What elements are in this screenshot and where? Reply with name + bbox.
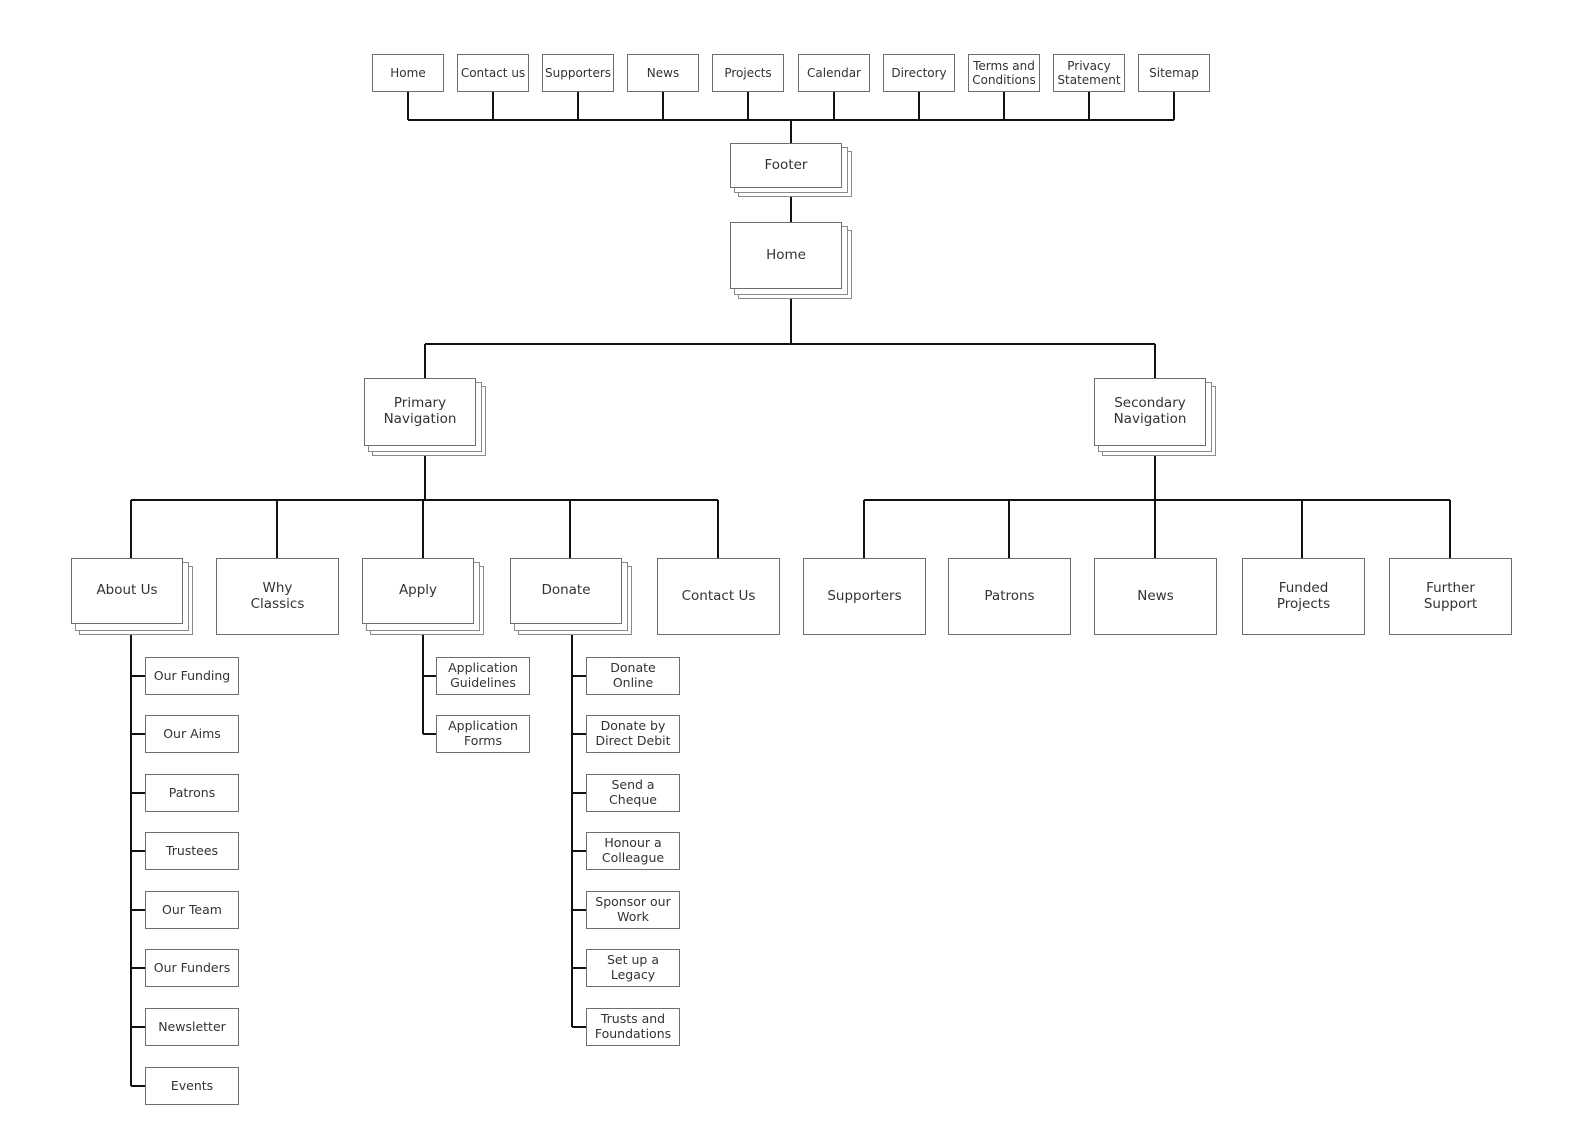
about-child-our-funding[interactable]: Our Funding <box>145 657 239 695</box>
donate-child-set-up-a-legacy[interactable]: Set up a Legacy <box>586 949 680 987</box>
footer-link-news[interactable]: News <box>627 54 699 92</box>
donate-child-trusts-and-foundations[interactable]: Trusts and Foundations <box>586 1008 680 1046</box>
connector <box>863 446 1451 558</box>
footer-link-supporters[interactable]: Supporters <box>542 54 614 92</box>
donate-child-honour-a-colleague[interactable]: Honour a Colleague <box>586 832 680 870</box>
about-child-trustees[interactable]: Trustees <box>145 832 239 870</box>
secondary-news-node[interactable]: News <box>1094 558 1217 635</box>
about-child-events[interactable]: Events <box>145 1067 239 1105</box>
footer-link-projects[interactable]: Projects <box>712 54 784 92</box>
donate-child-donate-online[interactable]: Donate Online <box>586 657 680 695</box>
about-child-newsletter[interactable]: Newsletter <box>145 1008 239 1046</box>
about-child-our-funders[interactable]: Our Funders <box>145 949 239 987</box>
secondary-further-support-node[interactable]: Further Support <box>1389 558 1512 635</box>
about-child-patrons[interactable]: Patrons <box>145 774 239 812</box>
footer-node[interactable]: Footer <box>730 143 842 188</box>
secondary-supporters-node[interactable]: Supporters <box>803 558 926 635</box>
apply-child-application-guidelines[interactable]: Application Guidelines <box>436 657 530 695</box>
donate-child-send-a-cheque[interactable]: Send a Cheque <box>586 774 680 812</box>
apply-child-application-forms[interactable]: Application Forms <box>436 715 530 753</box>
primary-navigation-node[interactable]: Primary Navigation <box>364 378 476 446</box>
footer-link-contact-us[interactable]: Contact us <box>457 54 529 92</box>
home-node[interactable]: Home <box>730 222 842 289</box>
secondary-navigation-node[interactable]: Secondary Navigation <box>1094 378 1206 446</box>
donate-child-sponsor-our-work[interactable]: Sponsor our Work <box>586 891 680 929</box>
about-us-node[interactable]: About Us <box>71 558 183 624</box>
connector <box>424 288 1156 378</box>
footer-link-calendar[interactable]: Calendar <box>798 54 870 92</box>
connector <box>130 446 719 558</box>
donate-node[interactable]: Donate <box>510 558 622 624</box>
footer-link-terms-and-conditions[interactable]: Terms and Conditions <box>968 54 1040 92</box>
connector <box>571 623 586 1028</box>
footer-link-directory[interactable]: Directory <box>883 54 955 92</box>
connector <box>407 92 1175 143</box>
about-child-our-aims[interactable]: Our Aims <box>145 715 239 753</box>
footer-link-sitemap[interactable]: Sitemap <box>1138 54 1210 92</box>
footer-link-home[interactable]: Home <box>372 54 444 92</box>
apply-node[interactable]: Apply <box>362 558 474 624</box>
connector <box>130 623 145 1087</box>
secondary-funded-projects-node[interactable]: Funded Projects <box>1242 558 1365 635</box>
connector <box>422 623 436 735</box>
contact-us-node[interactable]: Contact Us <box>657 558 780 635</box>
footer-link-privacy-statement[interactable]: Privacy Statement <box>1053 54 1125 92</box>
donate-child-donate-by-direct-debit[interactable]: Donate by Direct Debit <box>586 715 680 753</box>
why-classics-node[interactable]: Why Classics <box>216 558 339 635</box>
about-child-our-team[interactable]: Our Team <box>145 891 239 929</box>
secondary-patrons-node[interactable]: Patrons <box>948 558 1071 635</box>
